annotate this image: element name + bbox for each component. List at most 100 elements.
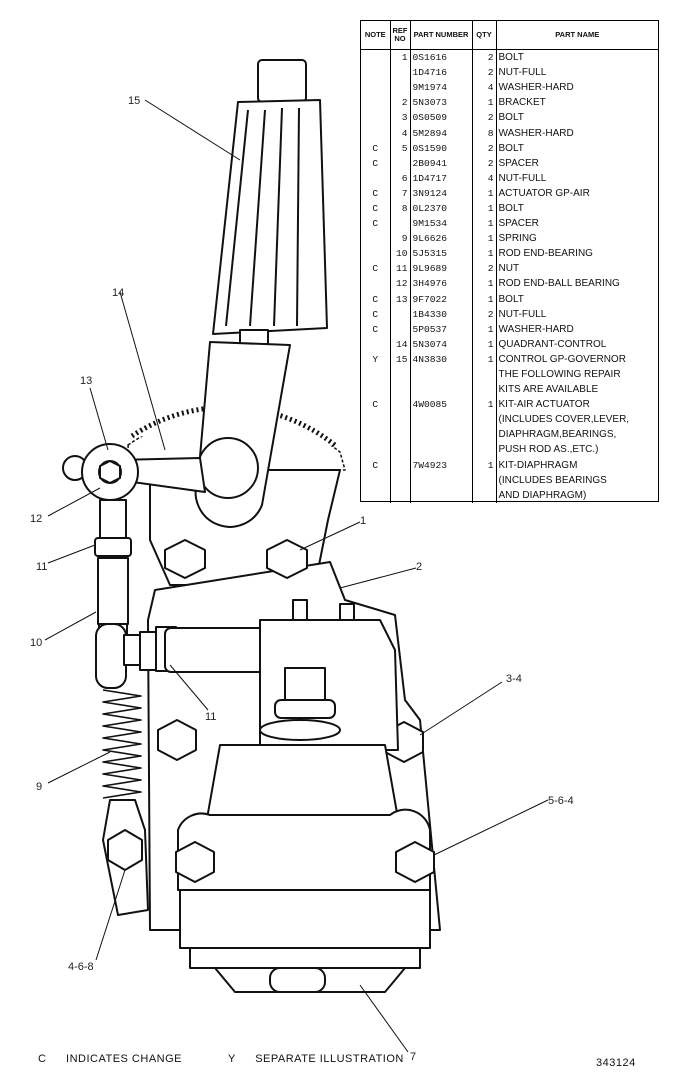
cell-ref [390,306,411,322]
cell-part: 0S0509 [410,110,473,126]
cell-ref [390,366,411,383]
table-row: KITS ARE AVAILABLE [361,382,658,398]
cell-qty: 1 [472,321,497,337]
cell-ref [390,155,411,171]
hex-bolt-5-6-4 [395,841,435,883]
cell-part: 3N9124 [410,185,473,201]
cell-part [410,442,473,458]
callout-3-4: 3-4 [506,673,522,685]
cell-part: 9L9689 [410,261,473,277]
cell-name: CONTROL GP-GOVERNOR [498,353,626,365]
cell-part: 5P0537 [410,321,473,337]
table-row: THE FOLLOWING REPAIR [361,366,658,383]
table-header-row: NOTE REF NO PART NUMBER QTY PART NAME [361,21,658,50]
cell-qty [472,472,497,488]
air-actuator-part [164,599,431,993]
cell-qty [472,427,497,443]
cell-qty [472,366,497,383]
cell-ref [390,412,411,428]
cell-note [361,95,391,111]
cell-qty: 1 [472,397,497,413]
cell-note [361,442,391,458]
cell-qty: 2 [472,306,497,322]
cell-part: 4N3830 [410,351,473,367]
cell-note [361,366,391,383]
cell-qty [472,382,497,398]
table-row: AND DIAPHRAGM) [361,487,658,503]
cell-name: ACTUATOR GP-AIR [498,187,590,199]
cell-note [361,382,391,398]
cell-note [361,125,391,141]
cell-ref [390,457,411,473]
callout-5-6-4: 5-6-4 [548,795,574,807]
cell-qty: 1 [472,291,497,307]
header-qty: QTY [472,21,497,50]
cell-part: 1B4330 [410,306,473,322]
callout-14: 14 [112,287,124,299]
cell-qty [472,442,497,458]
cell-qty: 2 [472,110,497,126]
cell-note [361,231,391,247]
hex-bolt-actuator-left [175,841,215,883]
cell-note: C [361,200,391,217]
cell-ref: 14 [390,336,411,352]
rod-nuts-part [94,499,132,645]
legend-separate: Y SEPARATE ILLUSTRATION [228,1053,404,1065]
cell-qty: 4 [472,80,497,96]
cell-name: KIT-AIR ACTUATOR [498,399,590,411]
cell-name: WASHER-HARD [498,82,574,94]
cell-part: 2B0941 [410,155,473,171]
spring-part [102,689,142,799]
legend-y-key: Y [228,1053,236,1065]
cell-ref [390,321,411,337]
cell-part: 1D4716 [410,65,473,81]
cell-part: 9F7022 [410,291,473,307]
cell-qty: 1 [472,276,497,292]
cell-qty: 8 [472,125,497,141]
cell-note [361,80,391,96]
cell-note [361,472,391,488]
cell-name: THE FOLLOWING REPAIR [498,369,621,381]
cell-ref: 15 [390,351,411,367]
cell-ref [390,427,411,443]
cell-qty: 1 [472,200,497,217]
cell-qty [472,487,497,503]
rod-end-ball-bearing-part [62,443,139,501]
governor-control-part [212,59,328,345]
cell-name: PUSH ROD AS.,ETC.) [498,444,599,456]
rod-end-bearing-part [95,623,177,689]
legend-c-text: INDICATES CHANGE [66,1053,182,1065]
callout-13: 13 [80,375,92,387]
cell-part: 1D4717 [410,170,473,186]
cell-part: 4W0085 [410,397,473,413]
callout-10: 10 [30,637,42,649]
callout-2: 2 [416,561,422,573]
cell-part: 9M1974 [410,80,473,96]
cell-qty: 1 [472,351,497,367]
cell-ref [390,487,411,503]
cell-part: 5N3074 [410,336,473,352]
header-note: NOTE [361,21,391,50]
cell-qty: 1 [472,95,497,111]
cell-name: BOLT [498,202,524,214]
cell-qty: 1 [472,185,497,201]
cell-qty: 2 [472,65,497,81]
cell-note [361,487,391,503]
header-ref-no: REF NO [390,21,411,50]
cell-name: BOLT [498,52,524,64]
cell-qty: 2 [472,140,497,156]
cell-note: C [361,185,391,201]
cell-name: WASHER-HARD [498,127,574,139]
cell-name: KITS ARE AVAILABLE [498,384,599,396]
cell-name: SPACER [498,218,539,230]
cell-part: 5N3073 [410,95,473,111]
cell-ref [390,397,411,413]
